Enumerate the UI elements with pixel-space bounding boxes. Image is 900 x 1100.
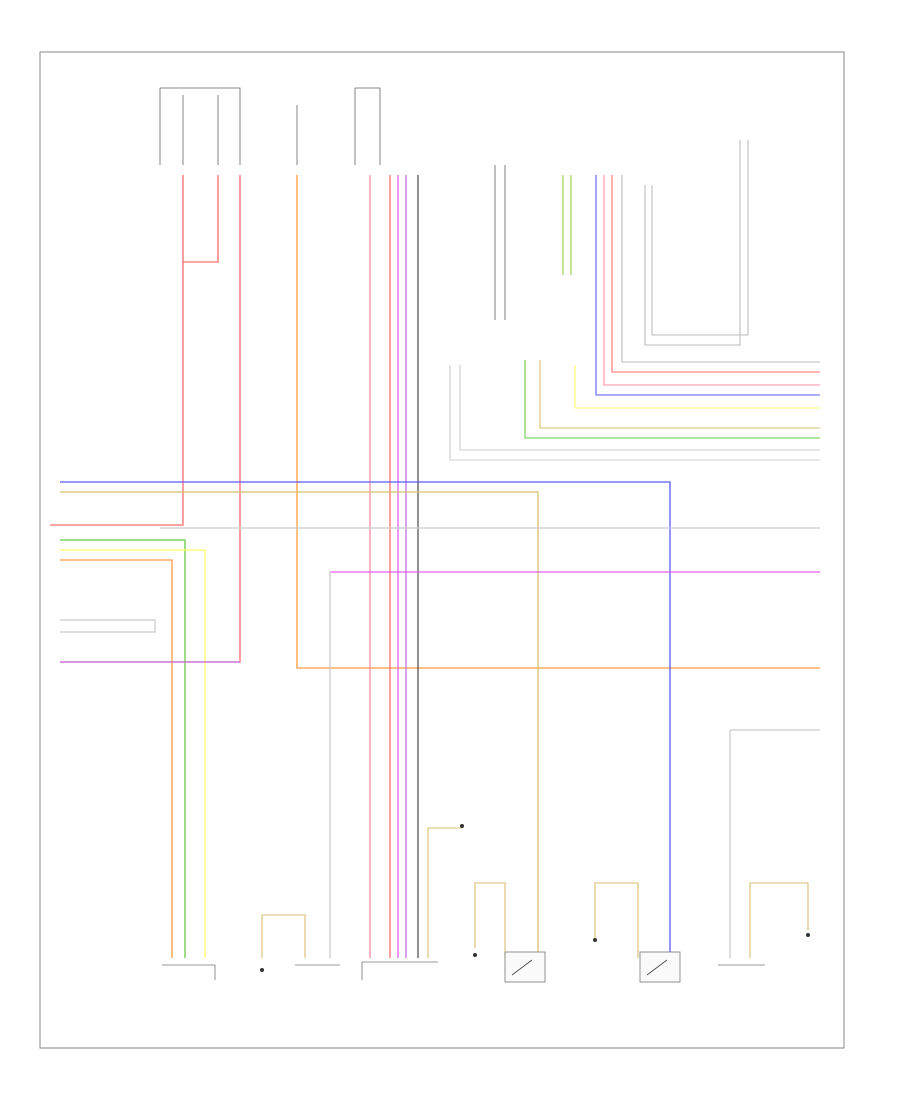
wire-blue-1 (595, 175, 820, 396)
wire-yellow-1 (574, 365, 820, 409)
wire-yellow-2 (60, 549, 206, 958)
wire-red-1 (182, 175, 219, 263)
wire-tan-1 (539, 360, 820, 429)
wire-tan-2 (60, 491, 539, 958)
bottom-connectors (162, 951, 765, 983)
wire-gray-1 (621, 175, 820, 363)
wire-gray-3 (651, 140, 749, 336)
relay-2 (639, 951, 681, 983)
wire-blue-2 (60, 481, 671, 958)
wire-green-1 (524, 360, 820, 439)
wire-green-yellow (562, 175, 572, 275)
wire-gray-2 (644, 140, 741, 346)
wire-orange-1 (296, 175, 820, 669)
wires-top-mid (369, 175, 419, 958)
wire-red-3 (60, 175, 241, 663)
top-fuse-block-right (354, 87, 381, 165)
wire-gray-7 (60, 619, 156, 633)
wires-horizontal (60, 481, 820, 958)
wires-top-right (449, 140, 820, 461)
wire-red-5 (611, 175, 820, 373)
diagram-frame (39, 51, 845, 1049)
wires-top-left (50, 175, 820, 669)
top-fuse-block-left (159, 87, 241, 165)
relay-1 (504, 951, 546, 983)
wire-pink-2 (603, 175, 820, 386)
wire-gray-4 (449, 365, 820, 461)
wire-red-2 (50, 262, 184, 526)
bottom-components (261, 827, 809, 958)
terminals (260, 824, 810, 972)
wire-gray-5 (459, 365, 820, 451)
wire-orange-2 (60, 559, 173, 958)
wire-green-2 (60, 539, 186, 958)
